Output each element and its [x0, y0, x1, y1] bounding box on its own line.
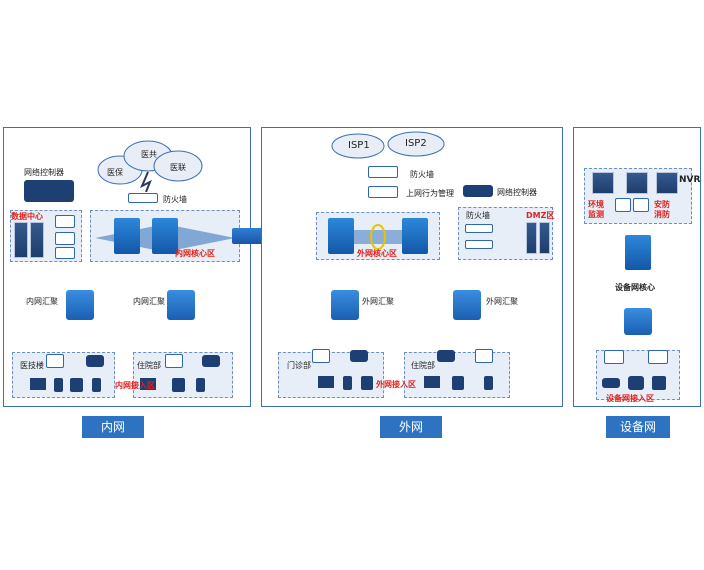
outer-network-controller-label: 网络控制器: [497, 188, 537, 197]
access-switch-icon: [312, 349, 330, 363]
device-core-label: 设备网核心: [615, 283, 655, 292]
aggregation-switch-icon: [167, 290, 195, 320]
camera-icon: [602, 378, 620, 388]
env-switch-icon: [615, 198, 631, 212]
phone-icon: [484, 376, 493, 390]
wireless-ap-icon: [202, 355, 220, 367]
desktop-icon: [318, 376, 334, 388]
server-rack-icon: [526, 222, 537, 254]
access-switch-icon: [475, 349, 493, 363]
storage-icon: [55, 215, 75, 228]
core-link-icon: [346, 224, 410, 250]
inner-network-controller-label: 网络控制器: [24, 168, 64, 177]
security-label: 安防消防: [654, 200, 670, 219]
behavior-mgmt-label: 上网行为管理: [406, 189, 454, 198]
inner-agg-left-label: 内网汇聚: [26, 297, 58, 306]
tablet-icon: [172, 378, 185, 392]
access-switch-icon: [46, 354, 64, 368]
dmz-firewall-device: [465, 240, 493, 249]
device-core-switch-icon: [625, 235, 651, 270]
core-switch-icon: [114, 218, 140, 254]
access-switch-icon: [648, 350, 668, 364]
desktop-icon: [424, 376, 440, 388]
storage-icon: [55, 232, 75, 245]
wireless-ap-icon: [86, 355, 104, 367]
desktop-icon: [30, 378, 46, 390]
isp1-label: ISP1: [348, 140, 370, 151]
dmz-label: DMZ区: [526, 211, 555, 220]
outer-bldg-left-label: 门诊部: [287, 361, 311, 370]
outer-access-zone-label: 外网接入区: [376, 380, 416, 389]
isp2-label: ISP2: [405, 138, 427, 149]
sensor-icon: [628, 376, 644, 390]
monitor-server-icon: [592, 172, 614, 194]
core-switch-icon: [152, 218, 178, 254]
outer-network-controller-device: [463, 185, 493, 197]
phone-icon: [54, 378, 63, 392]
tablet-icon: [361, 376, 373, 390]
desktop-icon: [140, 378, 156, 390]
inner-bldg-right-label: 住院部: [137, 361, 161, 370]
outer-access-zone-left: [278, 352, 384, 398]
server-rack-icon: [14, 222, 28, 258]
outer-agg-right-label: 外网汇聚: [486, 297, 518, 306]
aggregation-switch-icon: [453, 290, 481, 320]
wireless-ap-icon: [437, 350, 455, 362]
core-switch-icon: [328, 218, 354, 254]
cloud-label-yigong: 医共: [141, 150, 157, 159]
env-monitor-label: 环境监测: [588, 200, 604, 219]
inner-firewall-device: [128, 193, 158, 203]
cloud-icon: [97, 140, 203, 192]
outer-agg-left-label: 外网汇聚: [362, 297, 394, 306]
storage-icon: [55, 247, 75, 259]
inner-agg-right-label: 内网汇聚: [133, 297, 165, 306]
isp-cloud-icon: [331, 131, 445, 159]
nvr-label: NVR: [679, 175, 701, 185]
device-access-zone-label: 设备网接入区: [606, 394, 654, 403]
monitor-server-icon: [656, 172, 678, 194]
wireless-ap-icon: [350, 350, 368, 362]
access-switch-icon: [165, 354, 183, 368]
aggregation-switch-icon: [331, 290, 359, 320]
tablet-icon: [452, 376, 464, 390]
phone-icon: [343, 376, 352, 390]
cloud-label-yibao: 医保: [107, 168, 123, 177]
access-switch-icon: [604, 350, 624, 364]
inner-access-zone-label: 内网接入区: [115, 381, 155, 390]
core-switch-icon: [402, 218, 428, 254]
tab-device-network[interactable]: 设备网: [606, 416, 670, 438]
server-rack-icon: [30, 222, 44, 258]
inner-core-zone-label: 内网核心区: [175, 249, 215, 258]
network-controller-device: [24, 180, 74, 202]
alarm-icon: [652, 376, 666, 390]
inner-firewall-label: 防火墙: [163, 195, 187, 204]
outer-firewall-top-label: 防火墙: [410, 170, 434, 179]
tab-outer-network[interactable]: 外网: [380, 416, 442, 438]
outer-core-zone-label: 外网核心区: [357, 249, 397, 258]
behavior-mgmt-device: [368, 186, 398, 198]
outer-bldg-right-label: 住院部: [411, 361, 435, 370]
dmz-zone: [458, 207, 553, 260]
aggregation-switch-icon: [66, 290, 94, 320]
device-agg-switch-icon: [624, 308, 652, 335]
security-switch-icon: [633, 198, 649, 212]
phone-icon: [92, 378, 101, 392]
inner-bldg-left-label: 医技楼: [20, 361, 44, 370]
dmz-firewall-device: [465, 224, 493, 233]
cloud-label-yilian: 医联: [170, 163, 186, 172]
outer-access-zone-right: [404, 352, 510, 398]
dmz-firewall-label: 防火墙: [466, 211, 490, 220]
outer-firewall-device: [368, 166, 398, 178]
tablet-icon: [70, 378, 83, 392]
monitor-server-icon: [626, 172, 648, 194]
server-rack-icon: [539, 222, 550, 254]
data-center-label: 数据中心: [11, 212, 43, 221]
tab-inner-network[interactable]: 内网: [82, 416, 144, 438]
phone-icon: [196, 378, 205, 392]
